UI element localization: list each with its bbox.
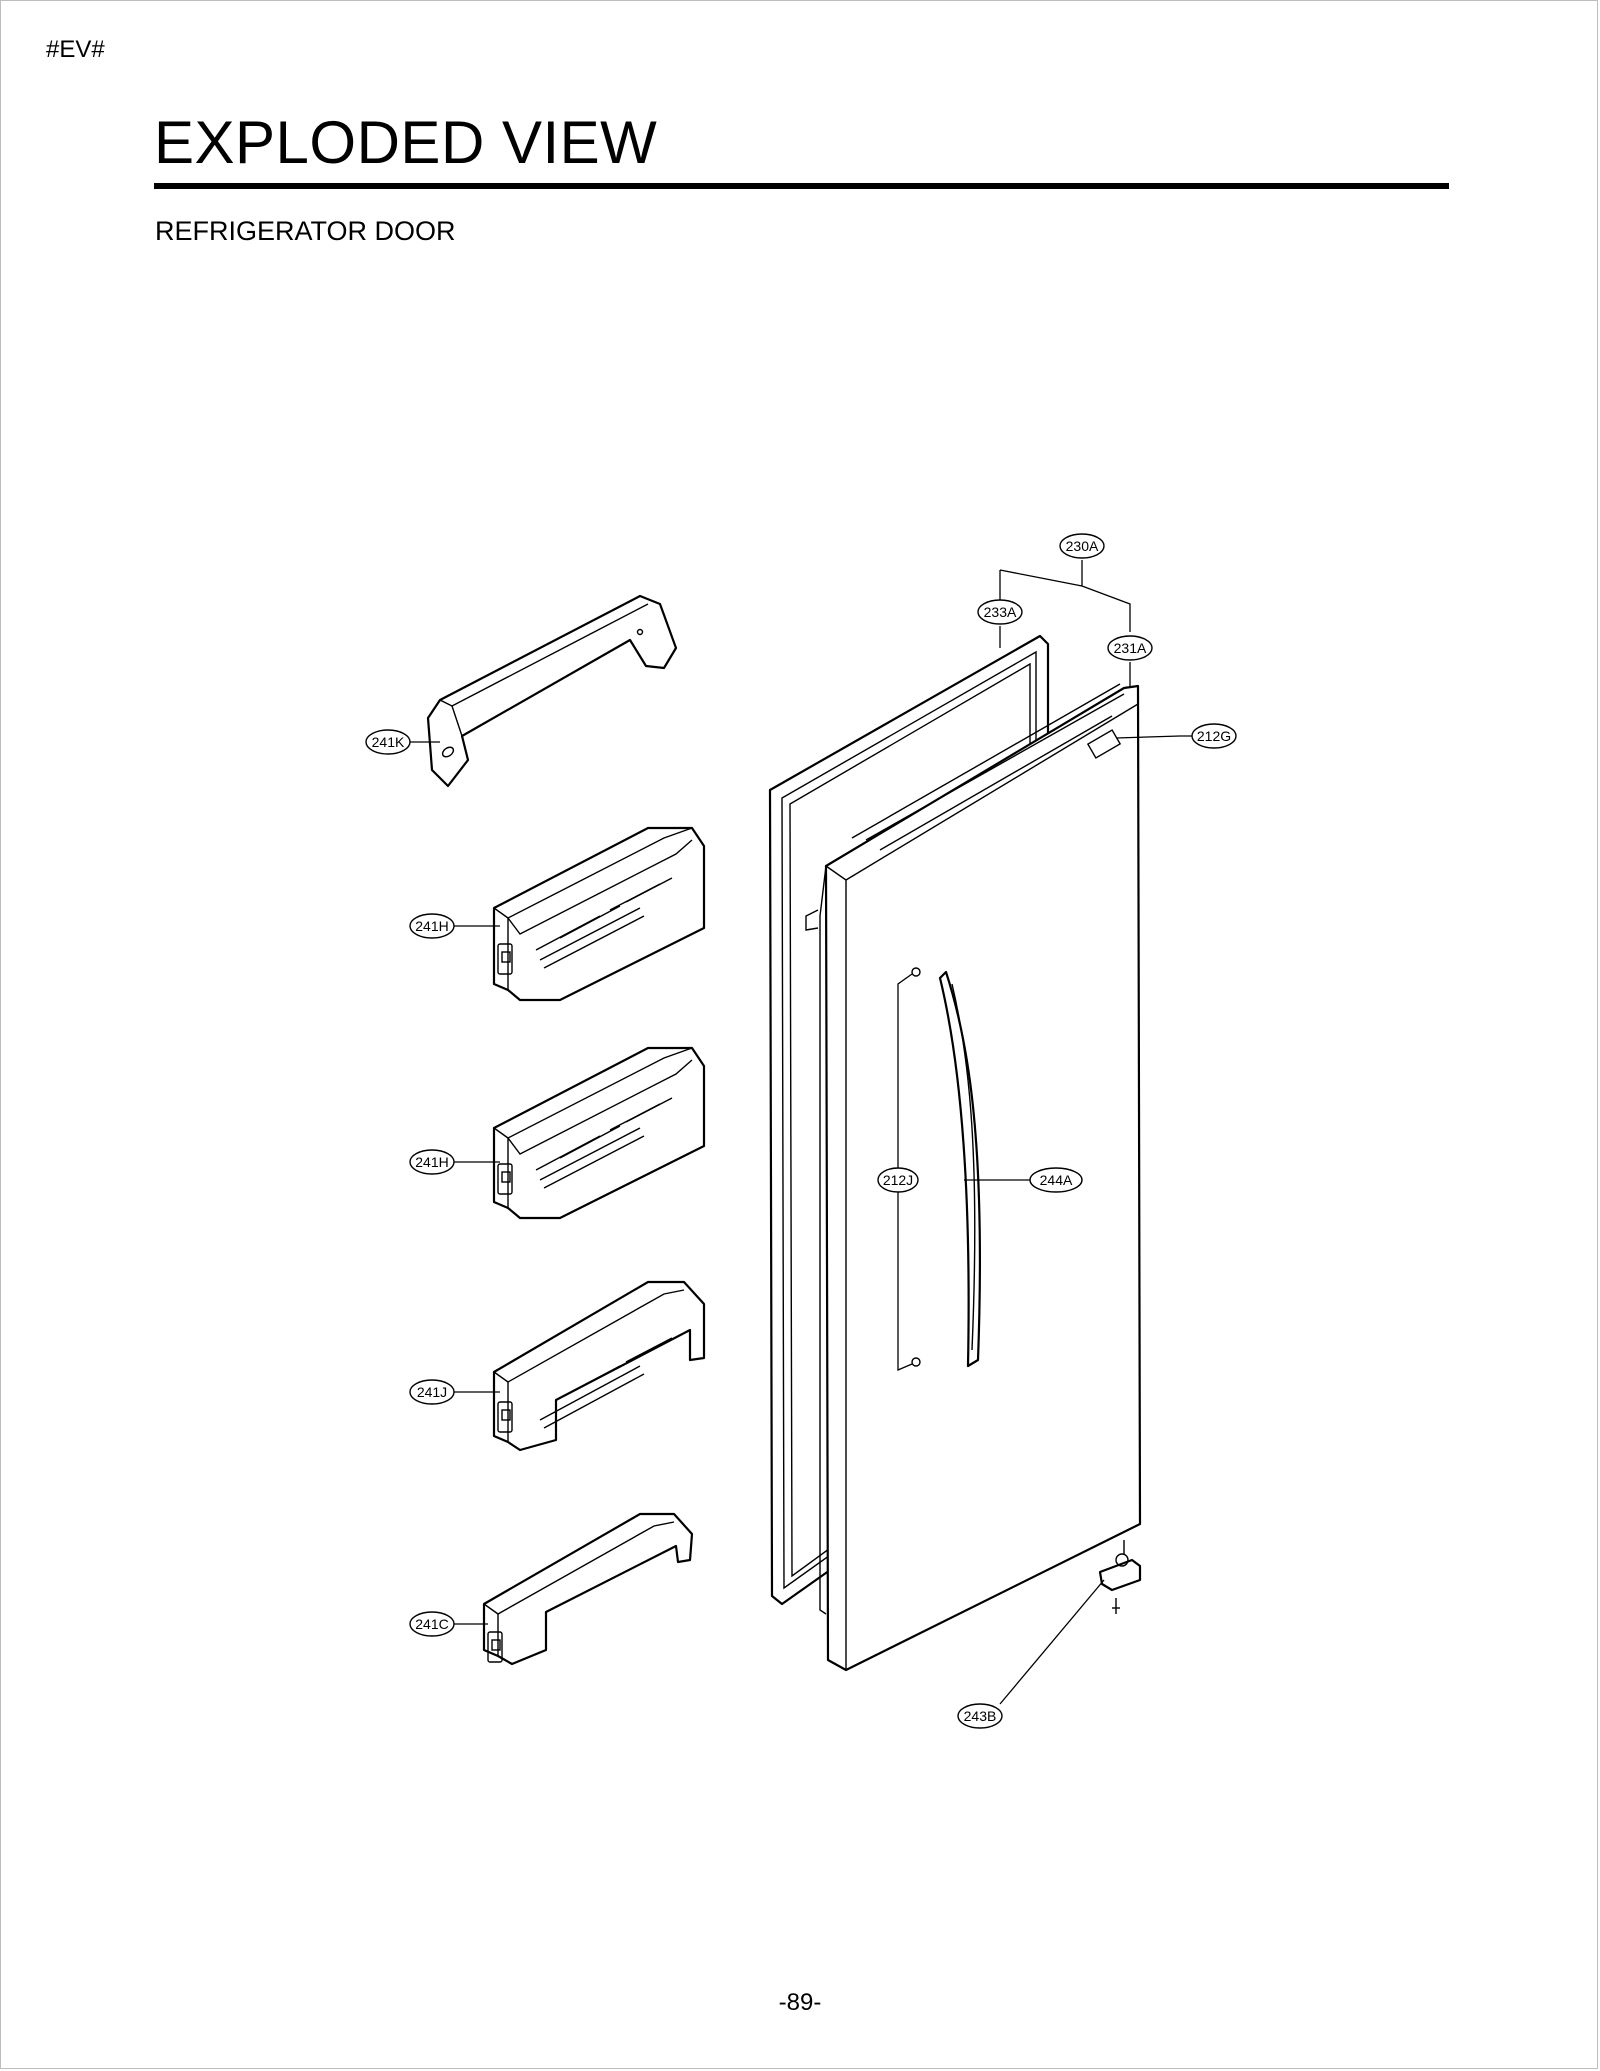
part-243b-hinge	[1098, 1540, 1142, 1614]
svg-text:241K: 241K	[372, 734, 405, 750]
part-241h-bin-lower	[492, 1046, 706, 1220]
leader-lines	[410, 560, 1192, 1705]
svg-text:241J: 241J	[417, 1384, 447, 1400]
part-241k-door-rail	[426, 594, 678, 788]
page-title: EXPLODED VIEW	[154, 109, 658, 176]
part-241c-bin	[482, 1512, 694, 1666]
part-241j-bin	[492, 1280, 706, 1452]
svg-text:212J: 212J	[883, 1172, 913, 1188]
svg-text:241H: 241H	[415, 918, 448, 934]
svg-text:241C: 241C	[415, 1616, 448, 1632]
callout-233a: 233A	[977, 599, 1023, 625]
callout-241j: 241J	[409, 1379, 455, 1405]
svg-text:230A: 230A	[1066, 538, 1099, 554]
callout-244a: 244A	[1029, 1167, 1083, 1193]
page-subtitle: REFRIGERATOR DOOR	[155, 216, 456, 246]
callout-243b: 243B	[957, 1703, 1003, 1729]
document-code: #EV#	[46, 36, 105, 63]
callout-241h-upper: 241H	[409, 913, 455, 939]
part-241h-bin-upper	[492, 826, 706, 1002]
svg-text:231A: 231A	[1114, 640, 1147, 656]
svg-text:241H: 241H	[415, 1154, 448, 1170]
svg-text:212G: 212G	[1197, 728, 1231, 744]
callout-212g: 212G	[1191, 723, 1237, 749]
callout-231a: 231A	[1107, 635, 1153, 661]
callout-230a: 230A	[1059, 533, 1105, 559]
callout-241k: 241K	[365, 729, 411, 755]
part-244a-handle	[938, 970, 982, 1368]
title-underline	[154, 183, 1449, 189]
callout-241h-lower: 241H	[409, 1149, 455, 1175]
part-231a-door-body	[805, 683, 1142, 1672]
svg-text:233A: 233A	[984, 604, 1017, 620]
page-number: -89-	[778, 1989, 822, 2016]
svg-text:243B: 243B	[964, 1708, 997, 1724]
svg-text:244A: 244A	[1040, 1172, 1073, 1188]
callout-212j: 212J	[877, 1167, 919, 1193]
callout-241c: 241C	[409, 1611, 455, 1637]
